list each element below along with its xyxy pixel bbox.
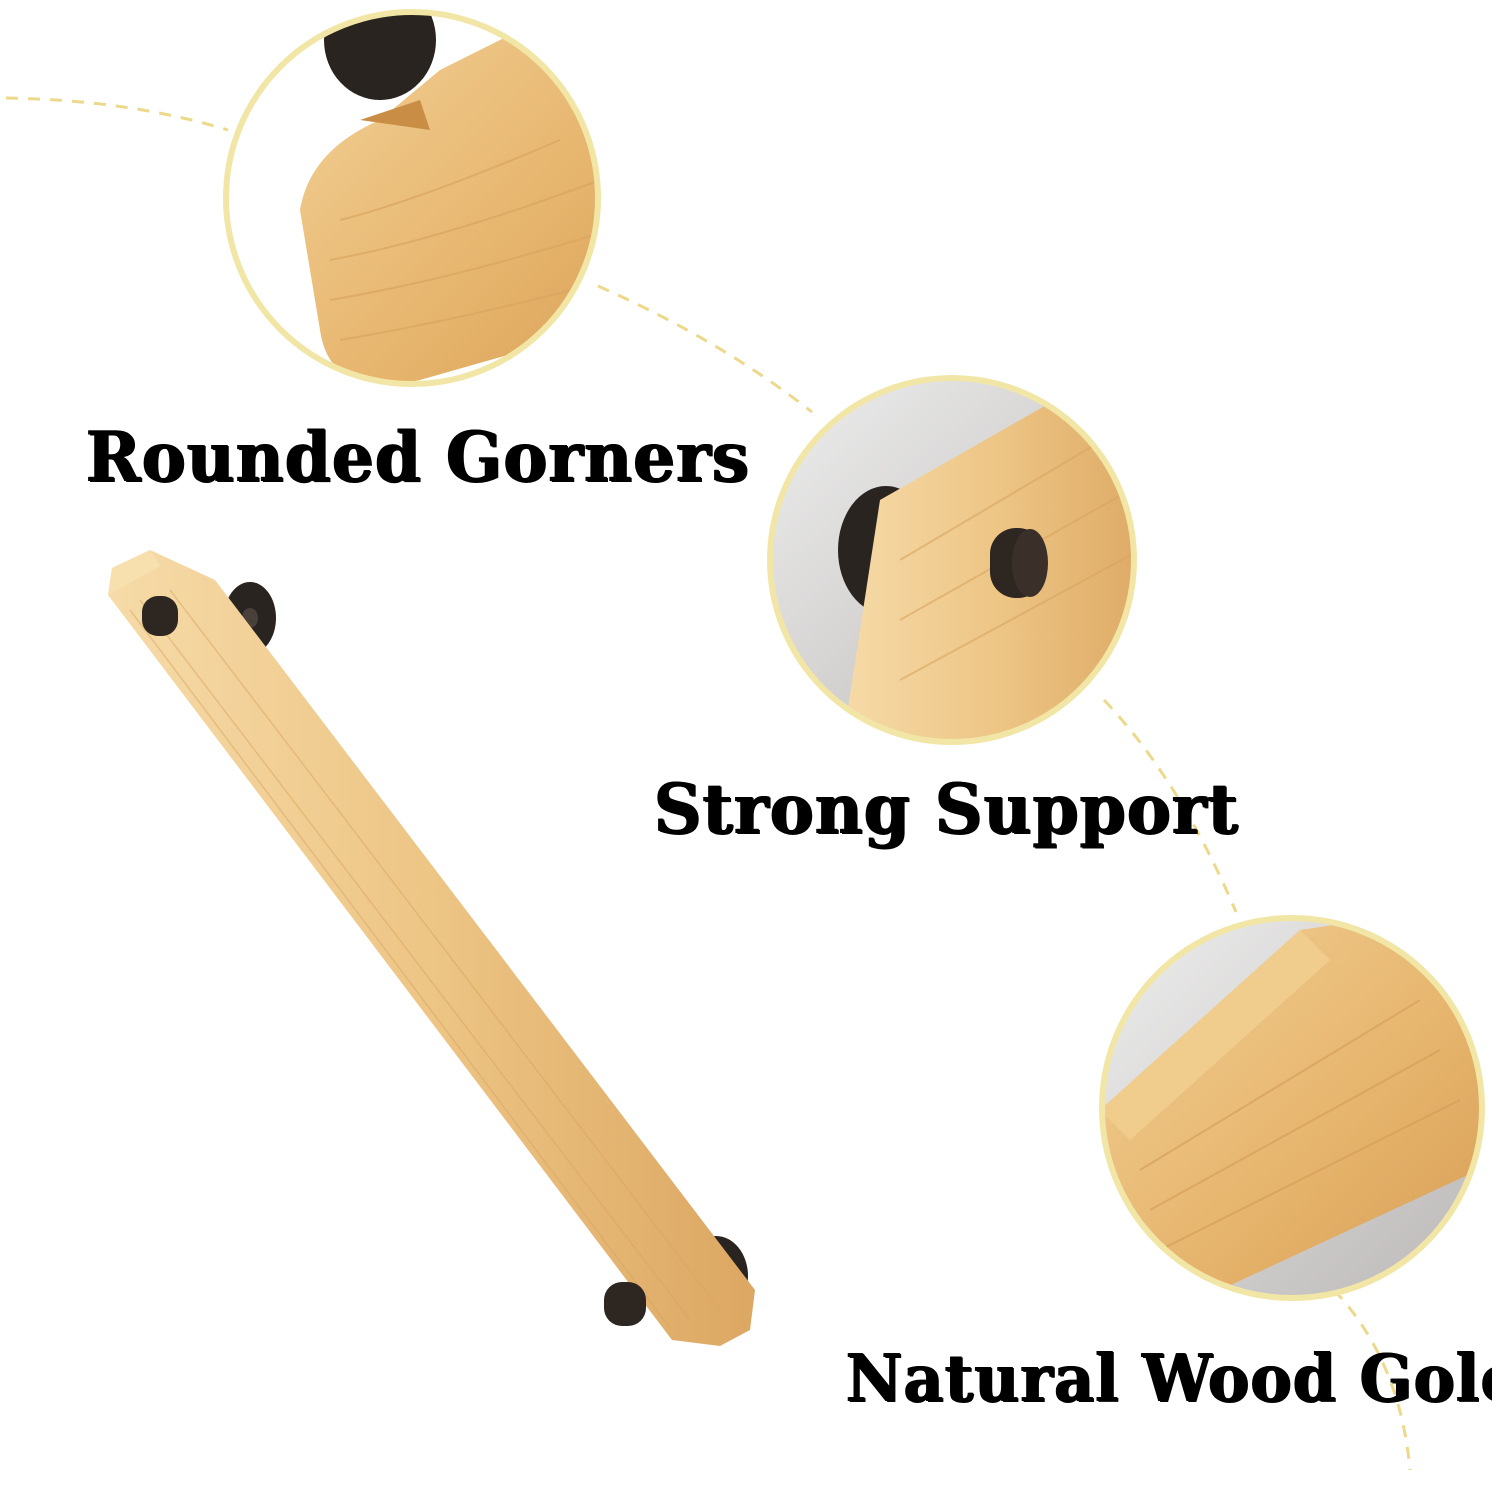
dashed-connector-lines bbox=[5, 96, 1412, 1471]
lower-bolt-cap-icon bbox=[604, 1282, 646, 1326]
caption-strong-support: Strong Support bbox=[654, 768, 1240, 850]
detail-circle-strong-support bbox=[767, 375, 1137, 745]
wooden-handrail bbox=[108, 550, 755, 1346]
detail-circle-natural-wood bbox=[1099, 915, 1485, 1301]
caption-rounded-corners: Rounded Gorners bbox=[86, 416, 751, 498]
caption-natural-wood-color: Natural Wood Golor bbox=[846, 1340, 1492, 1417]
bracket-flange-icon bbox=[324, 12, 436, 100]
upper-bolt-cap-icon bbox=[142, 596, 178, 636]
detail-circle-rounded-corners bbox=[223, 9, 601, 387]
